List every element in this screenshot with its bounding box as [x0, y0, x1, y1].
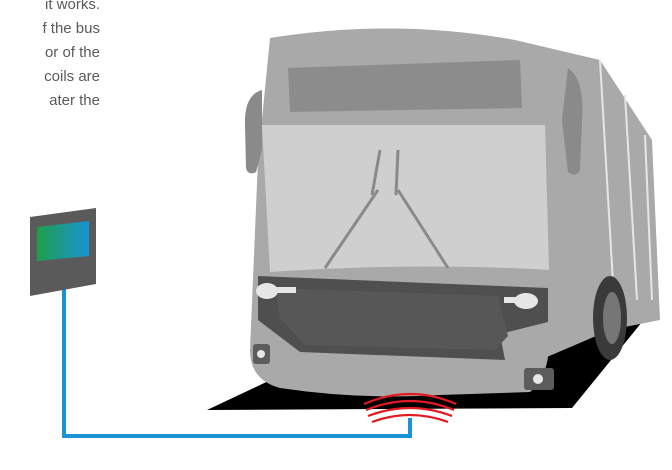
electric-bus-illustration — [245, 28, 660, 396]
charging-station-icon — [30, 208, 96, 296]
